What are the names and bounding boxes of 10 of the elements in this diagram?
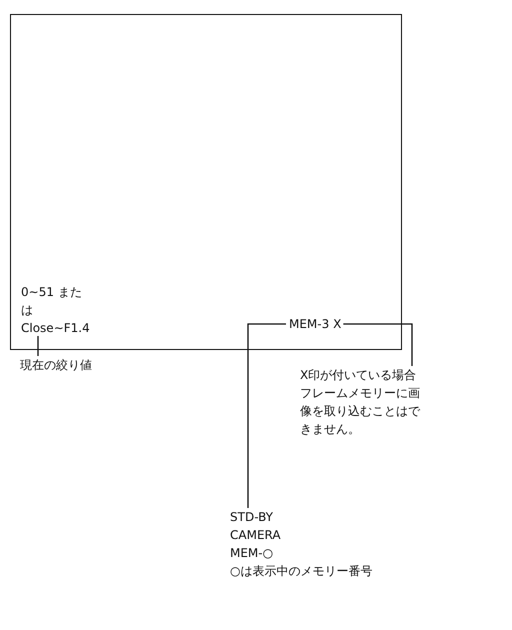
leader-line xyxy=(37,336,39,356)
leader-line xyxy=(343,323,413,366)
readout-text: 0~51 または Close~F1.4 xyxy=(21,284,87,337)
readout-text: MEM-3 X xyxy=(289,316,342,333)
screen-frame xyxy=(10,14,402,350)
leader-line xyxy=(247,323,286,508)
callout-text: STD-BY CAMERA MEM-○ xyxy=(230,509,282,562)
callout-text: ○は表示中のメモリー番号 xyxy=(230,563,372,580)
callout-text: 現在の絞り値 xyxy=(20,357,92,374)
callout-text: X印が付いている場合フレームメモリーに画像を取り込むことはできません。 xyxy=(300,367,422,438)
